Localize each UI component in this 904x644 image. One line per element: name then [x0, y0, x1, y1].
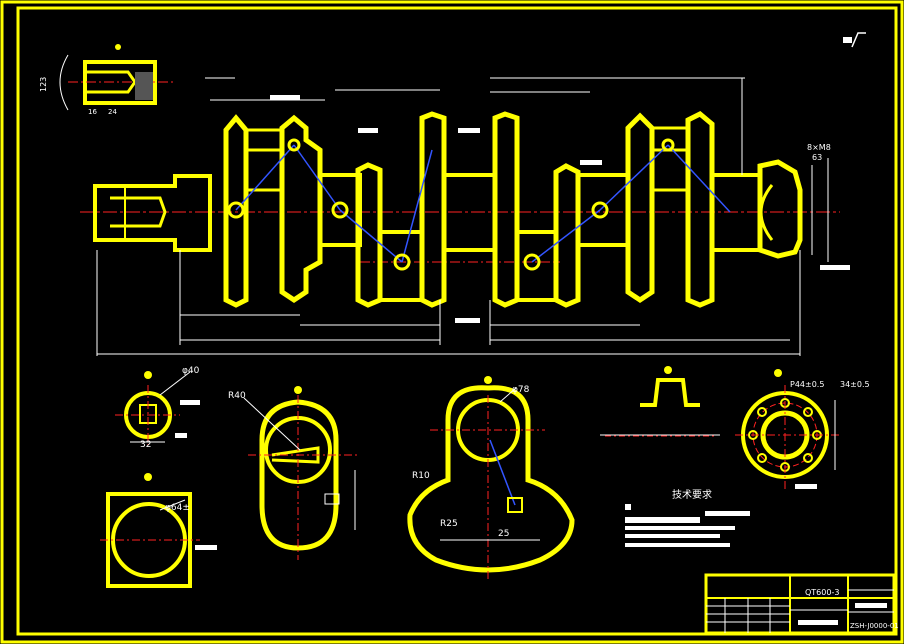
flange-end-view: P44±0.5 34±0.5 — [735, 369, 870, 490]
label-dim-63: 63 — [812, 153, 822, 162]
section-d64: φ64± — [100, 473, 217, 588]
section-d78: φ78 R10 R25 25 — [407, 376, 575, 580]
inner-frame — [16, 6, 898, 636]
crankshaft-main-view — [80, 77, 850, 356]
label-dim-24: 24 — [108, 108, 117, 116]
drawing-number: ZSH-J0000-01 — [850, 622, 899, 630]
label-8xm8: 8×M8 — [807, 143, 831, 152]
keyway-detail: 123 16 24 — [39, 44, 175, 116]
label-r25: R25 — [440, 519, 458, 529]
label-d40: φ40 — [182, 366, 200, 376]
label-dim-16: 16 — [88, 108, 97, 116]
flange-profile-detail — [600, 366, 720, 437]
label-dim-123: 123 — [39, 77, 48, 92]
section-d40: φ40 32 — [115, 366, 200, 450]
section-r40: R40 — [228, 386, 360, 560]
label-p44: P44±0.5 — [790, 380, 824, 389]
title-block: QT600-3 ZSH-J0000-01 — [704, 573, 899, 635]
part-number: QT600-3 — [805, 588, 839, 597]
tech-req-title: 技术要求 — [672, 488, 712, 501]
label-dim-25: 25 — [498, 529, 509, 539]
label-dim-32: 32 — [140, 440, 151, 450]
technical-requirements: 技术要求 — [625, 488, 750, 547]
label-r10: R10 — [412, 471, 430, 481]
label-p34: 34±0.5 — [840, 380, 870, 389]
label-d64: φ64± — [165, 503, 190, 513]
roughness-symbol — [843, 32, 866, 48]
label-r40: R40 — [228, 391, 246, 401]
label-d78: φ78 — [512, 385, 530, 395]
